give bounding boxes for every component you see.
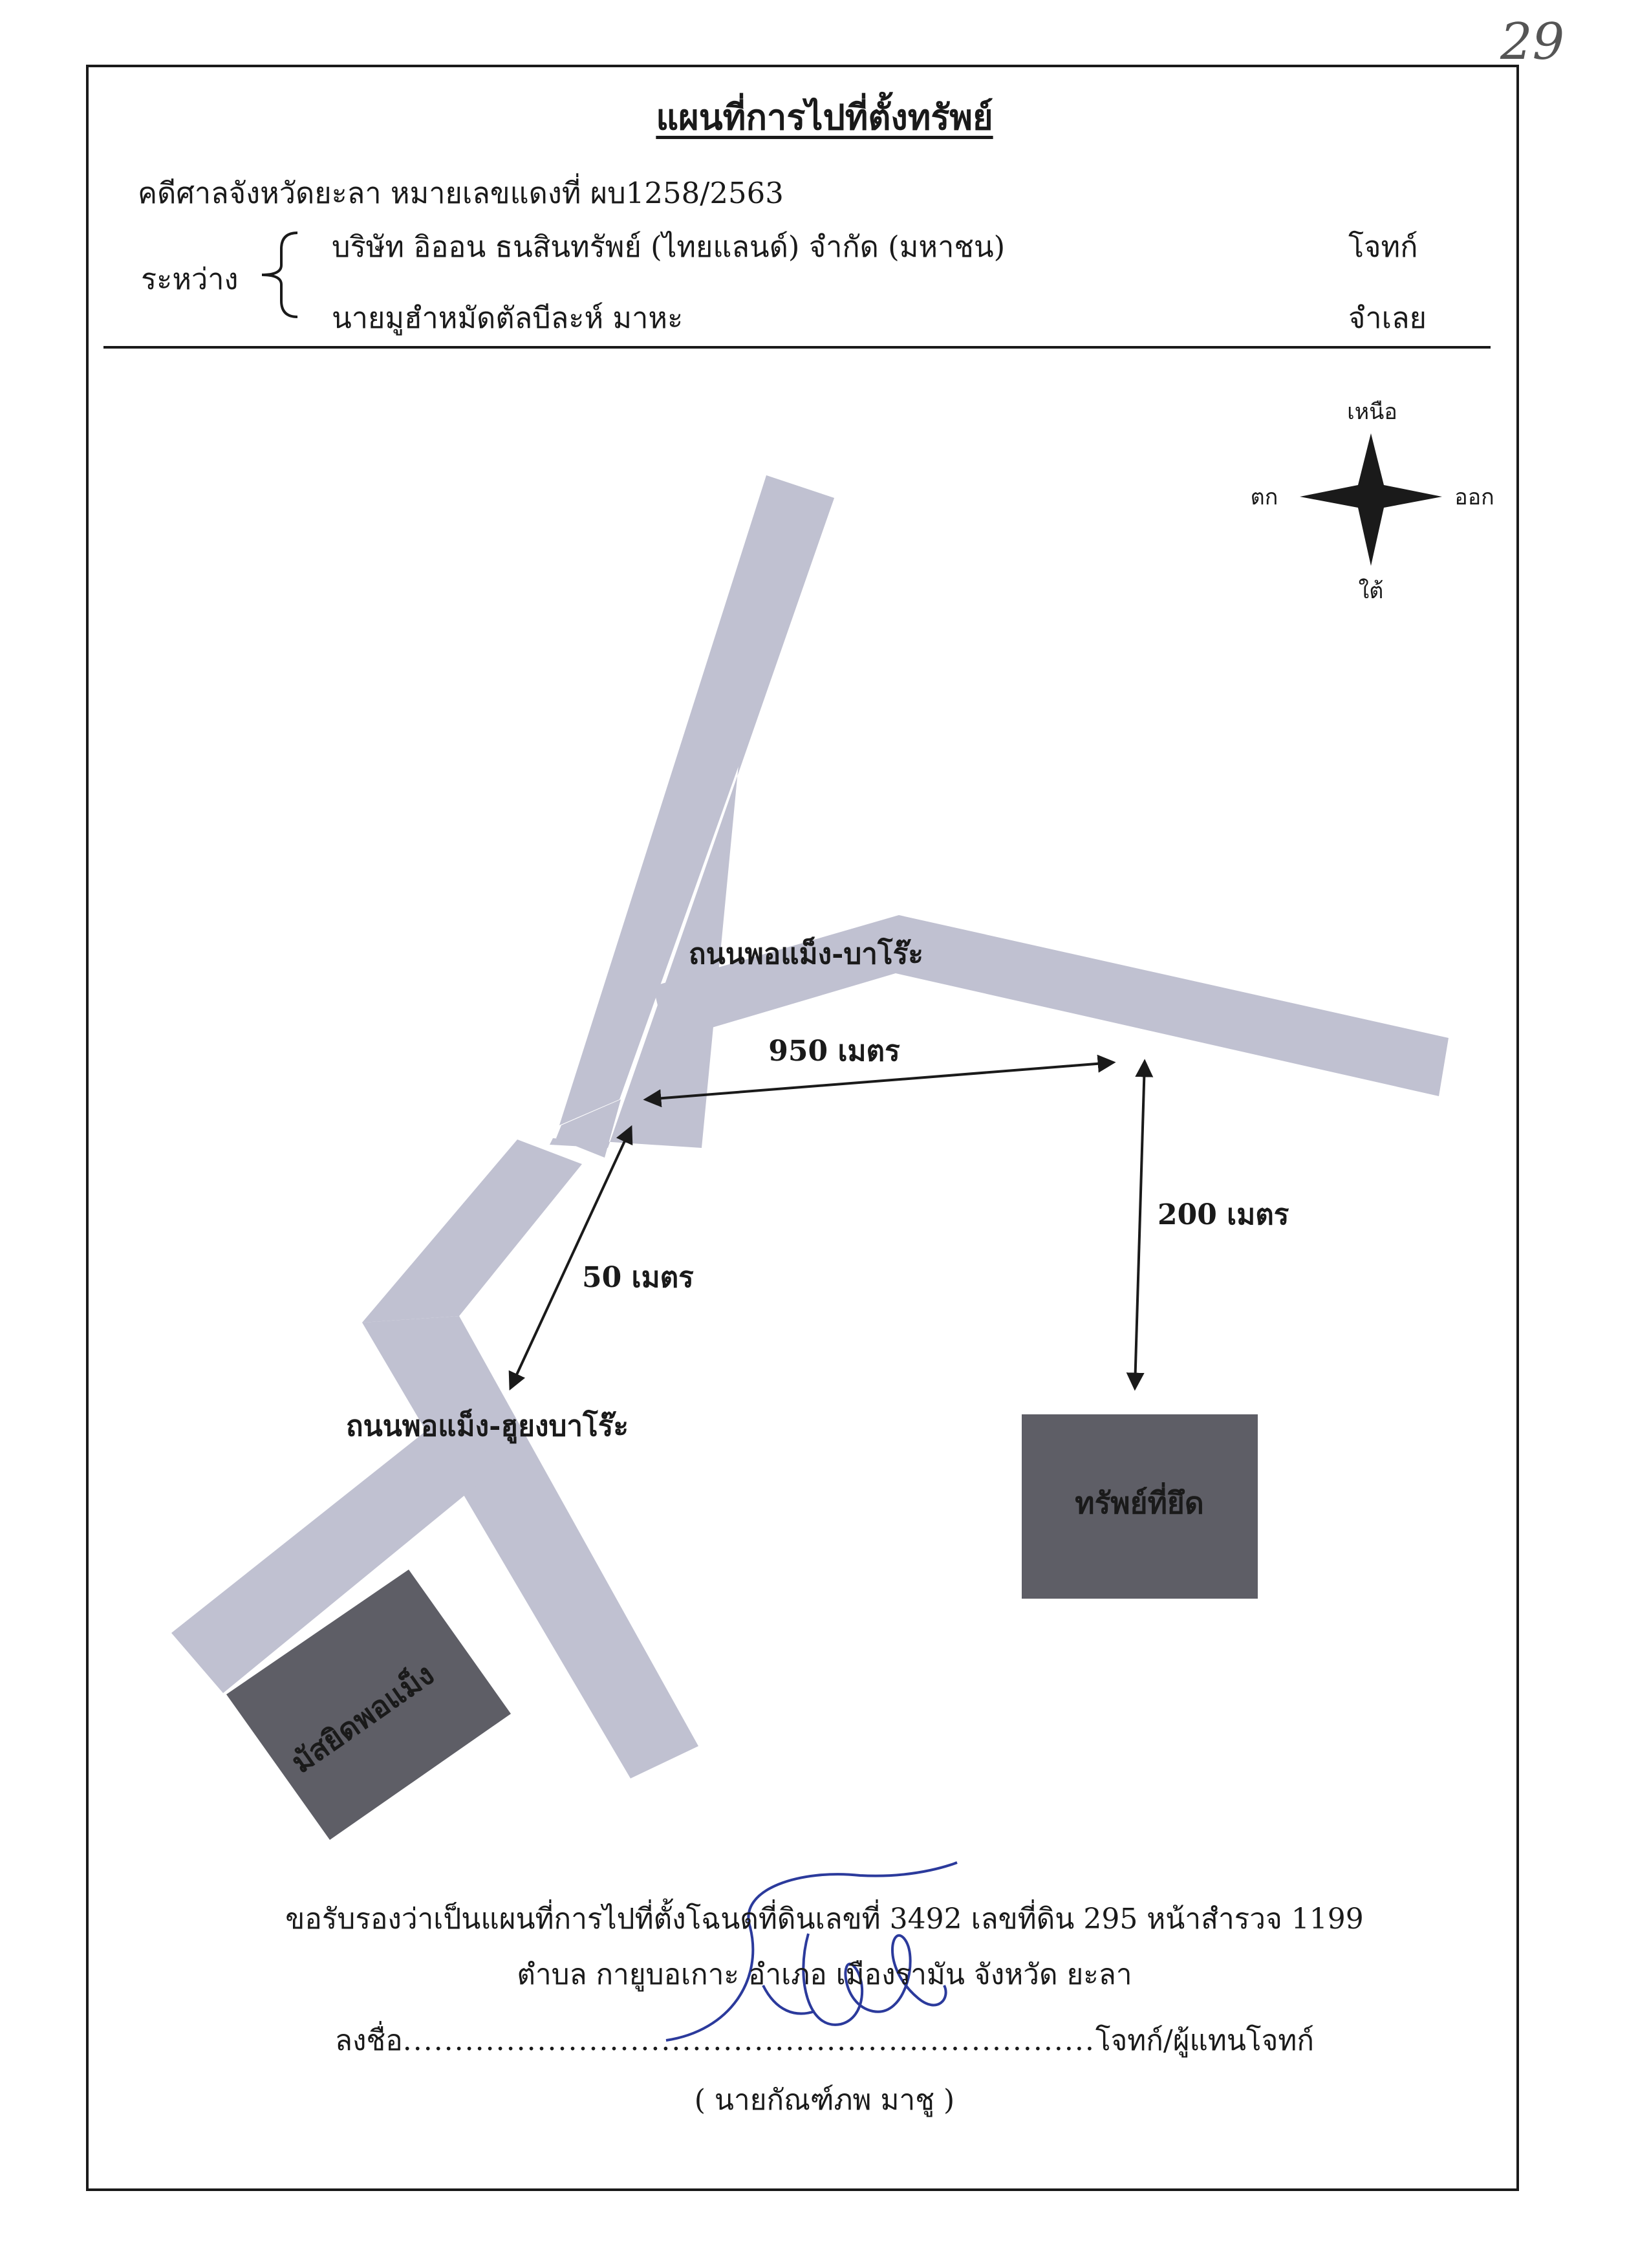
arrow-200m <box>1126 1059 1154 1391</box>
compass-south: ใต้ <box>1359 578 1384 604</box>
road-to-west <box>171 1410 498 1693</box>
lower-road-label: ถนนพอแม็ง-ฮูยงบาโร๊ะ <box>346 1409 629 1443</box>
defendant-role: จำเลย <box>1348 301 1427 335</box>
main-road-middle <box>362 1139 582 1323</box>
compass-star-icon <box>1300 433 1442 566</box>
compass-west: ตก <box>1251 484 1278 510</box>
mosque-building <box>226 1570 511 1840</box>
distance-200m-label: 200 เมตร <box>1158 1198 1289 1231</box>
compass-rose: เหนือ ใต้ ตก ออก <box>1251 399 1494 604</box>
sign-dots: ........................................… <box>402 2024 1095 2057</box>
road-to-east <box>653 915 1449 1096</box>
document-frame <box>86 65 1519 2191</box>
main-road-upper <box>559 475 834 1125</box>
road-network <box>171 475 1449 1778</box>
compass-north: เหนือ <box>1347 399 1397 425</box>
sign-prefix: ลงชื่อ <box>334 2024 403 2057</box>
header-divider <box>103 346 1491 349</box>
brace-icon <box>261 232 298 318</box>
certification-line-2: ตำบล กายูบอเกาะ อำเภอ เมืองรามัน จังหวัด… <box>517 1958 1132 1991</box>
signer-name: ( นายกัณฑ์ภพ มาชู ) <box>694 2084 955 2117</box>
defendant-name: นายมูฮำหมัดตัลบีละห์ มาหะ <box>332 301 684 335</box>
map-title: แผนที่การไปที่ตั้งทรัพย์ <box>656 96 993 138</box>
distance-50m-label: 50 เมตร <box>582 1261 694 1294</box>
signature-line: ลงชื่อ..................................… <box>0 2018 1649 2063</box>
distance-950m-label: 950 เมตร <box>768 1035 900 1068</box>
property-label: ทรัพย์ที่ยึด <box>1075 1482 1203 1520</box>
between-label: ระหว่าง <box>141 262 239 296</box>
plaintiff-role: โจทก์ <box>1348 230 1418 264</box>
page-number: 29 <box>1500 13 1565 71</box>
arrow-50m <box>508 1125 633 1391</box>
certification-line-1: ขอรับรองว่าเป็นแผนที่การไปที่ตั้งโฉนดที่… <box>285 1903 1364 1936</box>
handwritten-signature <box>665 1861 958 2042</box>
arrow-950m <box>643 1054 1116 1108</box>
sign-suffix: โจทก์/ผู้แทนโจทก์ <box>1095 2024 1314 2057</box>
case-number-line: คดีศาลจังหวัดยะลา หมายเลขแดงที่ ผบ1258/2… <box>138 176 784 210</box>
compass-east: ออก <box>1454 484 1494 510</box>
seized-property <box>1022 1414 1258 1599</box>
plaintiff-name: บริษัท อิออน ธนสินทรัพย์ (ไทยแลนด์) จำกั… <box>332 230 1006 264</box>
upper-road-label: ถนนพอแม็ง-บาโร๊ะ <box>689 936 923 971</box>
